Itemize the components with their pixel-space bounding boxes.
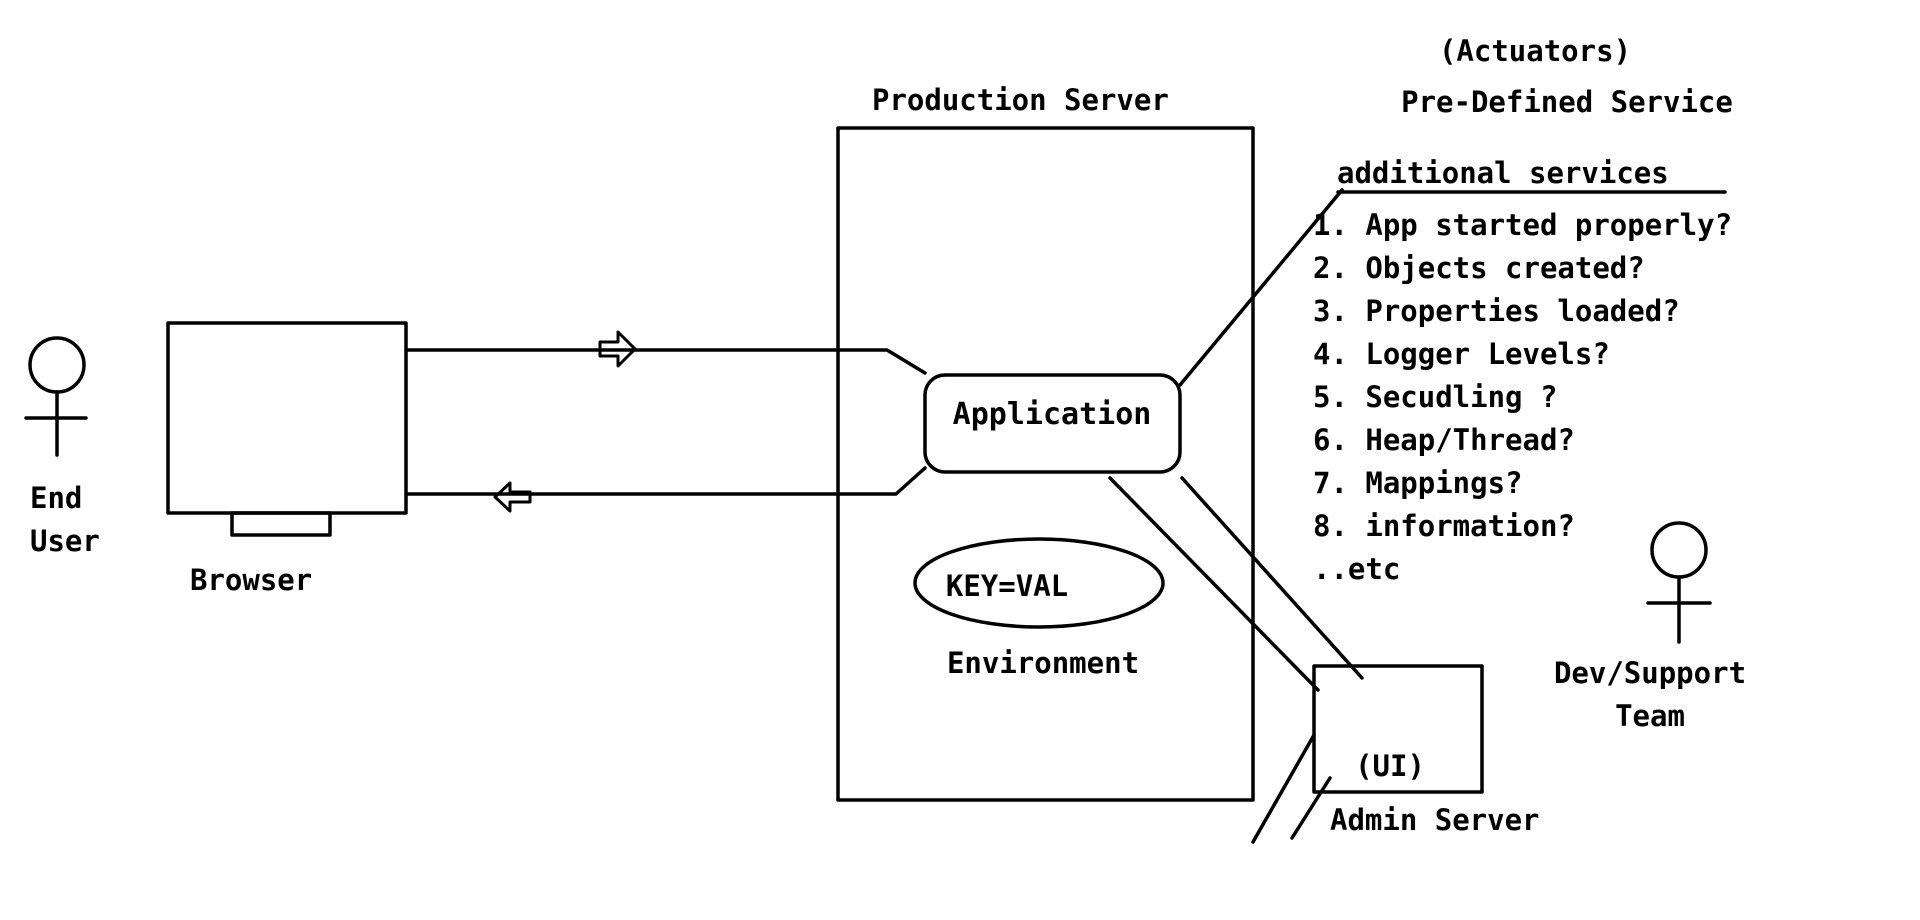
request-arrow-icon [598, 330, 637, 368]
key-val-ellipse [913, 537, 1165, 629]
admin-lower-line-2 [1290, 776, 1332, 840]
admin-server-box [1312, 664, 1484, 794]
actuator-list-item: 2. Objects created? [1313, 251, 1645, 285]
actuator-list-item: 4. Logger Levels? [1313, 337, 1610, 371]
actuator-list-item: 6. Heap/Thread? [1313, 423, 1575, 457]
dev-support-label-line-1: Dev/Support [1554, 656, 1746, 690]
dev-support-label-line-2: Team [1615, 699, 1685, 733]
actuator-list-item: 3. Properties loaded? [1313, 294, 1680, 328]
response-line [404, 466, 927, 496]
dev-support-actor-icon [1646, 521, 1712, 644]
admin-connector-line-2 [1180, 476, 1364, 680]
browser-box [166, 321, 408, 537]
actuator-list-item: 1. App started properly? [1313, 208, 1732, 242]
admin-ui-label: (UI) [1355, 749, 1425, 783]
admin-lower-line-1 [1251, 733, 1316, 844]
additional-services-heading: additional services [1337, 156, 1669, 190]
environment-label: Environment [947, 646, 1139, 680]
predefined-service-title: Pre-Defined Service [1401, 85, 1733, 119]
key-val-label: KEY=VAL [946, 569, 1068, 603]
browser-label: Browser [190, 563, 312, 597]
admin-connector-line-1 [1108, 476, 1320, 692]
production-server-box [836, 126, 1255, 802]
application-label: Application [953, 397, 1152, 432]
actuator-list-item: 5. Secudling ? [1313, 380, 1557, 414]
actuator-connector-line [1178, 188, 1344, 387]
actuators-title: (Actuators) [1439, 34, 1631, 68]
end-user-label-line-2: User [30, 524, 100, 558]
actuator-list-item: 7. Mappings? [1313, 466, 1523, 500]
response-arrow-icon [493, 481, 532, 513]
actuator-list-item: 8. information? [1313, 509, 1575, 543]
application-box [923, 373, 1182, 474]
end-user-label-line-1: End [30, 481, 82, 515]
actuator-list: 1. App started properly? 2. Objects crea… [1313, 208, 1732, 586]
request-line [404, 348, 927, 375]
actuator-list-item: ..etc [1313, 552, 1400, 586]
end-user-actor-icon [24, 336, 88, 457]
production-server-label: Production Server [872, 83, 1169, 117]
admin-server-label: Admin Server [1330, 803, 1540, 837]
